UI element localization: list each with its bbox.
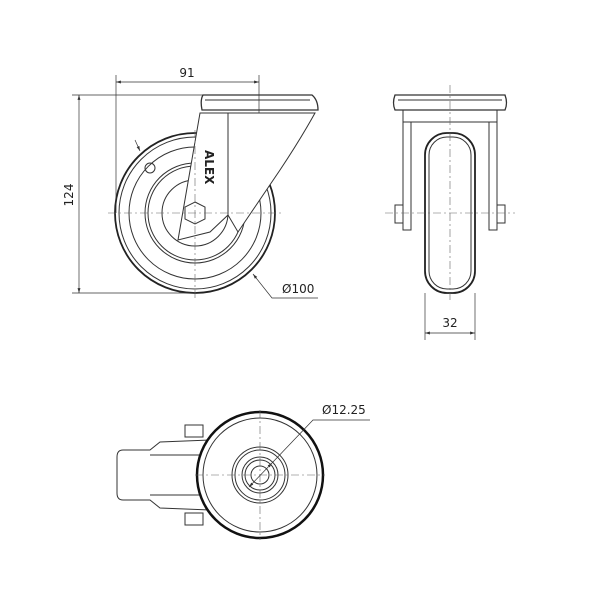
dimension-124: 124: [62, 94, 203, 294]
dimension-91: 91: [115, 66, 260, 213]
dimension-bore-diameter: Ø12.25: [248, 403, 370, 488]
svg-text:Ø100: Ø100: [282, 282, 314, 296]
svg-text:91: 91: [179, 66, 194, 80]
axle-nut: [184, 201, 206, 225]
svg-text:Ø12.25: Ø12.25: [322, 403, 366, 417]
svg-text:32: 32: [442, 316, 457, 330]
front-view: ALEX: [108, 94, 319, 300]
svg-text:124: 124: [62, 184, 76, 207]
dimension-32: 32: [424, 293, 476, 340]
side-view: [385, 85, 515, 300]
bottom-view: [116, 410, 325, 540]
dimension-wheel-diameter: Ø100: [134, 139, 318, 299]
brand-logo: ALEX: [202, 150, 216, 185]
